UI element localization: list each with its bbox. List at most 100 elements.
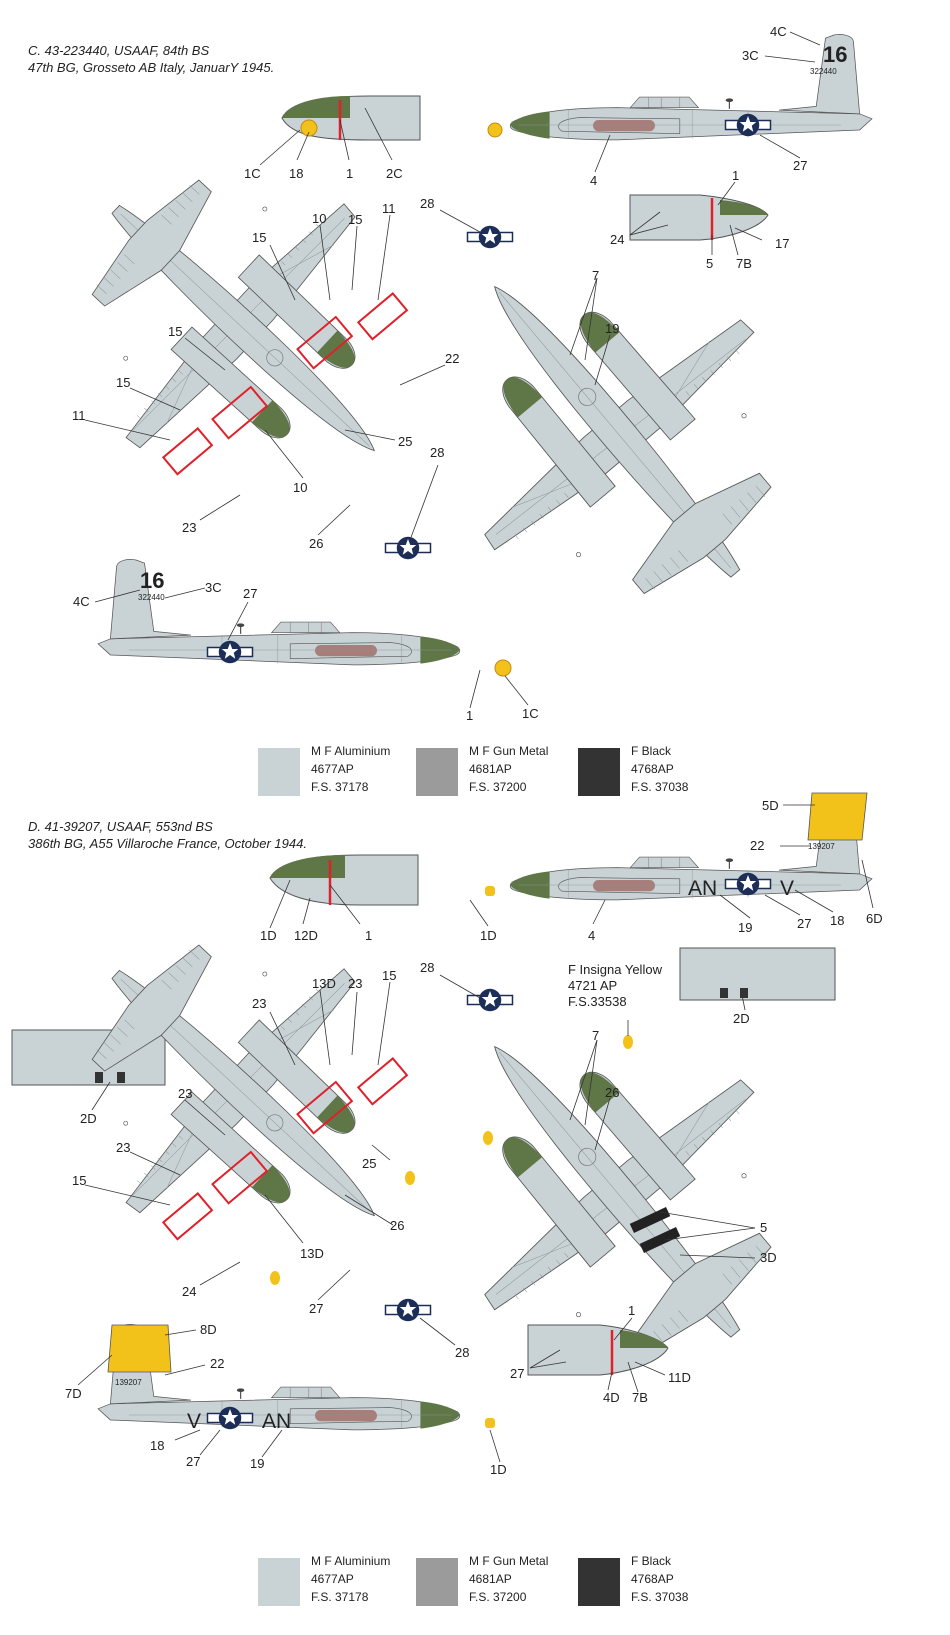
callout-c-24: 24: [610, 232, 624, 247]
callout-d-11db: 18: [150, 1438, 164, 1453]
callout-c-23: 23: [182, 520, 196, 535]
side-profile-c-right: [509, 33, 873, 141]
serial-d-right: 139207: [808, 842, 835, 851]
callout-d-13d: 22: [750, 838, 764, 853]
callout-d-22: 25: [362, 1156, 376, 1171]
callout-d-17: 11D: [668, 1370, 691, 1385]
callout-c-17: 17: [775, 236, 789, 251]
nose-yellow-d-right: [485, 886, 495, 896]
callout-d-1: 1: [365, 928, 372, 943]
red-panels-c: [161, 292, 409, 476]
swatch-gun-metal-lower: M F Gun Metal 4681AP F.S. 37200: [416, 1552, 616, 1612]
swatch-code: 4677AP: [311, 762, 354, 776]
callout-c-18: 18: [289, 166, 303, 181]
callout-d-4: 4: [588, 928, 595, 943]
roundel-c-lower-wing: [384, 536, 432, 560]
callout-d-10a: 13D: [312, 976, 336, 991]
callout-lines-d: [77, 804, 874, 1463]
callout-d-4d: 5: [760, 1220, 767, 1235]
color-legend-lower: M F Aluminium 4677AP F.S. 37178 M F Gun …: [258, 1552, 778, 1612]
swatch-chip: [258, 748, 300, 796]
callout-d-27: 27: [797, 916, 811, 931]
callout-c-11b: 11: [72, 408, 86, 423]
swatch-text: M F Gun Metal 4681AP F.S. 37200: [469, 1552, 548, 1606]
insignia-yellow-code: 4721 AP: [568, 978, 618, 993]
caption-profile-c: C. 43-223440, USAAF, 84th BS 47th BG, Gr…: [28, 42, 274, 76]
callout-d-27b: 27: [186, 1454, 200, 1469]
swatch-code: 4768AP: [631, 762, 674, 776]
callout-d-5: 4D: [603, 1390, 620, 1405]
swatch-name: M F Aluminium: [311, 1554, 391, 1568]
callout-c-3c: 3C: [742, 48, 759, 63]
swatch-aluminium-upper: M F Aluminium 4677AP F.S. 37178: [258, 742, 458, 802]
swatch-name: M F Gun Metal: [469, 744, 549, 758]
top-view-c-lower: [364, 177, 866, 683]
callout-d-15c: 23: [178, 1086, 192, 1101]
roundel-d-upper-wing: [466, 988, 514, 1012]
callout-c-2c: 2C: [386, 166, 403, 181]
nose-emblem-c-left: [494, 659, 512, 677]
callout-c-28b: 28: [430, 445, 444, 460]
callout-c-5: 5: [706, 256, 713, 271]
callout-c-4: 4: [590, 173, 597, 188]
swatch-fs: F.S. 37038: [631, 780, 689, 794]
callout-d-28: 28: [420, 960, 434, 975]
callout-d-6d: 6D: [866, 911, 883, 926]
swatch-code: 4768AP: [631, 1572, 674, 1586]
callout-d-13db: 22: [210, 1356, 224, 1371]
caption-c-line2: 47th BG, Grosseto AB Italy, JanuarY 1945…: [28, 60, 275, 75]
serial-c-right: 322440: [810, 67, 837, 76]
swatch-code: 4681AP: [469, 1572, 512, 1586]
swatch-chip: [258, 1558, 300, 1606]
swatch-text: M F Aluminium 4677AP F.S. 37178: [311, 1552, 390, 1606]
swatch-black-upper: F Black 4768AP F.S. 37038: [578, 742, 778, 802]
callout-d-1db: 1D: [480, 928, 497, 943]
swatch-fs: F.S. 37178: [311, 780, 369, 794]
insignia-yellow-name: F Insigna Yellow: [568, 962, 662, 977]
code-v-d-right: V: [780, 877, 794, 900]
red-panels-d: [161, 1057, 409, 1241]
callout-d-11a: 15: [382, 968, 396, 983]
callout-d-7d: 7D: [65, 1386, 82, 1401]
callout-d-3d: 3D: [760, 1250, 777, 1265]
callout-d-2d: 2D: [733, 1011, 750, 1026]
code-v-d-left: V: [187, 1410, 201, 1433]
callout-c-15b: 15: [348, 212, 362, 227]
swatch-fs: F.S. 37200: [469, 780, 527, 794]
callout-c-27: 27: [793, 158, 807, 173]
callout-c-11a: 11: [382, 201, 396, 216]
callout-d-7: 7: [592, 1028, 599, 1043]
yellow-spinner-d-c: [623, 1035, 633, 1049]
swatch-name: F Black: [631, 1554, 672, 1568]
callout-d-25: 26: [390, 1218, 404, 1233]
serial-d-left: 139207: [115, 1378, 142, 1387]
callout-c-15a: 15: [252, 230, 266, 245]
nose-detail-c: [281, 95, 421, 141]
caption-d-line1: D. 41-39207, USAAF, 553nd BS: [28, 819, 213, 834]
swatch-chip: [578, 1558, 620, 1606]
callout-c-15c: 15: [168, 324, 182, 339]
swatch-fs: F.S. 37200: [469, 1590, 527, 1604]
nose-detail-d: [269, 854, 419, 906]
callout-d-1b: 1: [628, 1303, 635, 1318]
top-view-d-upper: [6, 857, 484, 1333]
callout-d-1d: 1D: [260, 928, 277, 943]
callout-c-1b: 1: [732, 168, 739, 183]
swatch-code: 4681AP: [469, 762, 512, 776]
callout-c-26: 26: [309, 536, 323, 551]
callout-c-1: 1: [346, 166, 353, 181]
nose-yellow-d-left: [485, 1418, 495, 1428]
callout-d-15d: 23: [116, 1140, 130, 1155]
callout-d-1dc: 1D: [490, 1462, 507, 1477]
callout-d-28b: 28: [455, 1345, 469, 1360]
swatch-text: M F Gun Metal 4681AP F.S. 37200: [469, 742, 548, 796]
callout-d-23: 24: [182, 1284, 196, 1299]
code-an-d-right: AN: [688, 877, 717, 900]
tail-code-c-left: 16: [140, 568, 164, 593]
caption-d-line2: 386th BG, A55 Villaroche France, October…: [28, 836, 307, 851]
callout-d-12d: 19: [738, 920, 752, 935]
callout-c-10b: 10: [293, 480, 307, 495]
caption-profile-d: D. 41-39207, USAAF, 553nd BS 386th BG, A…: [28, 818, 307, 852]
callout-c-1d: 1: [466, 708, 473, 723]
top-view-c-upper: [6, 92, 484, 568]
